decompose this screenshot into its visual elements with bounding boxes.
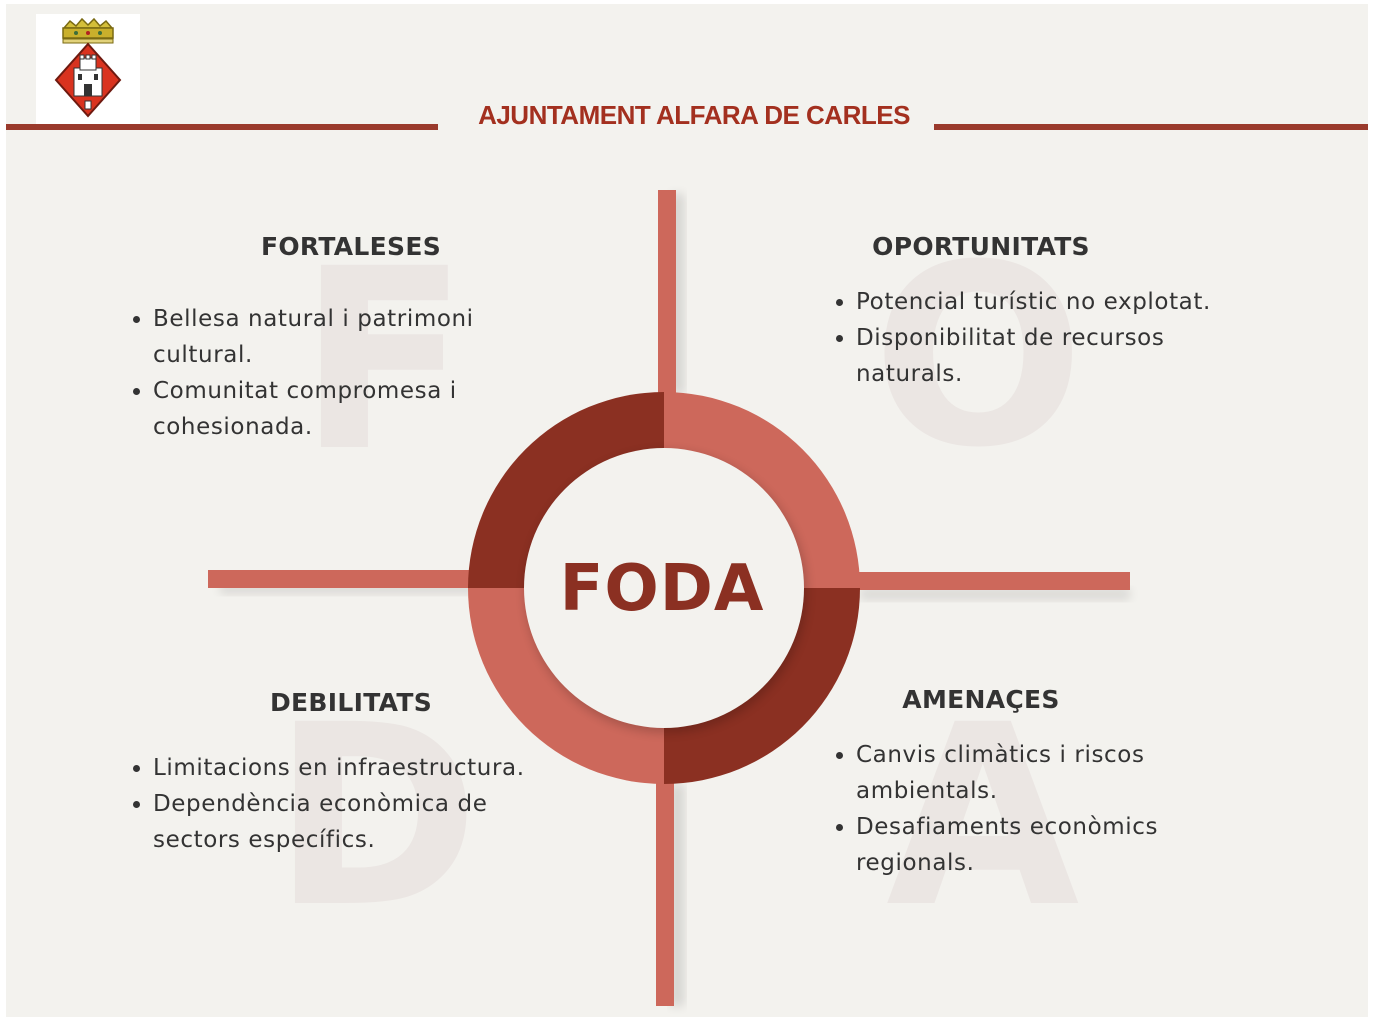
- center-label: FODA: [560, 552, 765, 626]
- arm-left: [208, 570, 478, 588]
- header-rule-right: [934, 124, 1368, 130]
- threats-title: AMENAÇES: [902, 685, 1060, 714]
- list-item: Canvis climàtics i riscos ambientals.: [856, 737, 1256, 809]
- list-item: Limitacions en infraestructura.: [153, 750, 613, 786]
- weaknesses-list: Limitacions en infraestructura. Dependèn…: [121, 750, 613, 858]
- arm-right: [858, 572, 1130, 590]
- list-item: Dependència econòmica de sectors específ…: [153, 786, 553, 858]
- watermark-letter-a: A: [886, 671, 1080, 962]
- center-circle: [524, 448, 804, 728]
- strengths-list: Bellesa natural i patrimoni cultural. Co…: [121, 301, 543, 445]
- opportunities-list: Potencial turístic no explotat. Disponib…: [824, 284, 1296, 392]
- municipal-coat-of-arms-icon: [36, 14, 140, 126]
- list-item: Bellesa natural i patrimoni cultural.: [153, 301, 543, 373]
- list-item: Disponibilitat de recursos naturals.: [856, 320, 1216, 392]
- strengths-title: FORTALESES: [260, 232, 441, 261]
- list-item: Comunitat compromesa i cohesionada.: [153, 373, 543, 445]
- weaknesses-title: DEBILITATS: [270, 688, 432, 717]
- header-rule-left: [6, 124, 438, 130]
- arm-bottom: [656, 782, 674, 1006]
- infographic-canvas: AJUNTAMENT ALFARA DE CARLES F O D A FODA…: [6, 4, 1368, 1017]
- list-item: Potencial turístic no explotat.: [856, 284, 1296, 320]
- list-item: Desafiaments econòmics regionals.: [856, 809, 1226, 881]
- watermark-letter-o: O: [872, 211, 1085, 502]
- watermark-letter-f: F: [298, 215, 469, 506]
- arm-top: [658, 190, 676, 402]
- foda-diagram: F O D A: [208, 190, 1130, 1006]
- watermark-letter-d: D: [272, 671, 480, 962]
- header-title: AJUNTAMENT ALFARA DE CARLES: [478, 100, 910, 130]
- threats-list: Canvis climàtics i riscos ambientals. De…: [824, 737, 1256, 881]
- opportunities-title: OPORTUNITATS: [872, 232, 1090, 261]
